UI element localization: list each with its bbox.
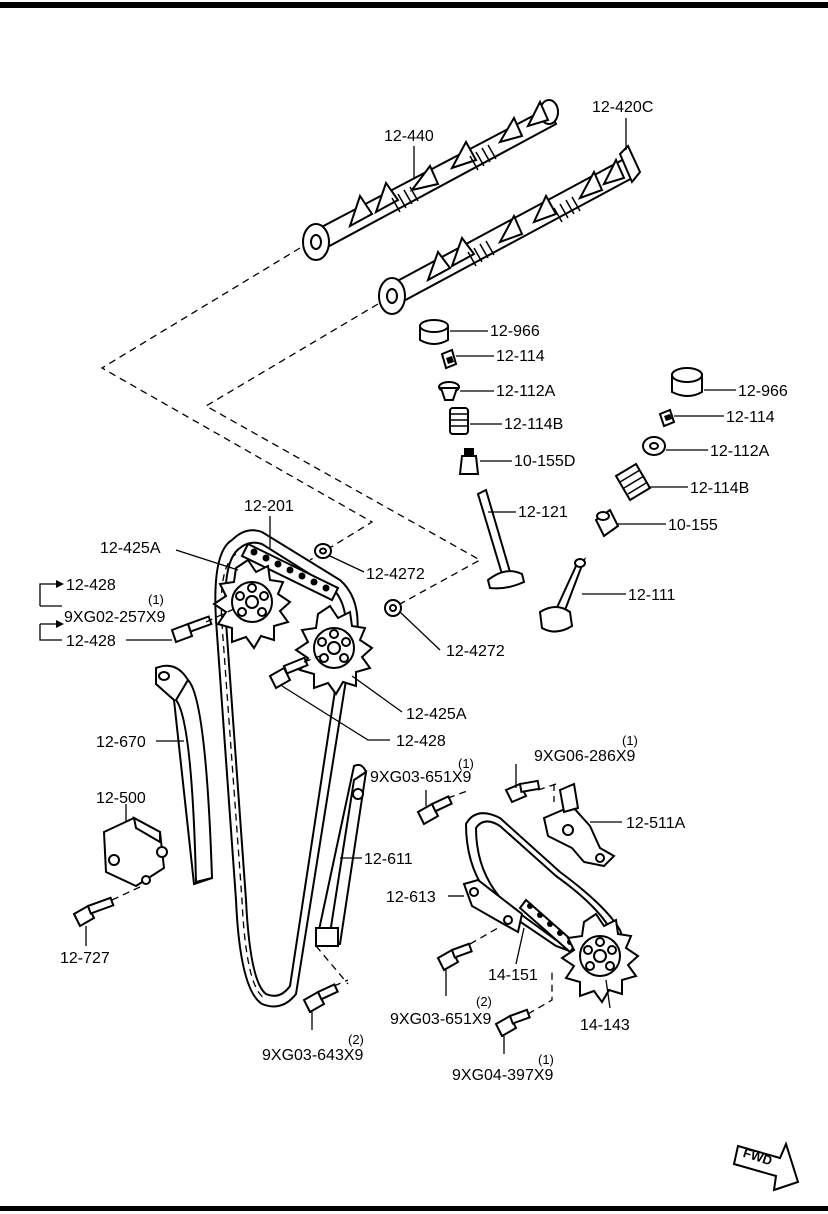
guide-bolt-top	[416, 795, 454, 826]
label-oil-pump-sprocket-bolt: 9XG04-397X9	[452, 1067, 554, 1084]
oil-pump-guide	[462, 878, 524, 934]
label-sprocket-exhaust: 12-425A	[100, 540, 161, 557]
tensioner-bolt	[72, 896, 115, 928]
seal-a	[458, 448, 480, 475]
label-spring-b: 12-114B	[690, 480, 749, 497]
spring-a	[449, 407, 469, 435]
camshaft-intake	[378, 144, 642, 315]
label-washer-a: 12-4272	[366, 566, 425, 583]
label-retainer-a: 12-112A	[496, 383, 556, 400]
forward-arrow-icon: FWD	[732, 1141, 800, 1192]
label-bolt-b: 12-428	[396, 733, 446, 750]
label-camshaft-exhaust: 12-440	[384, 128, 434, 145]
oil-pump-tensioner	[542, 782, 616, 868]
retainer-a	[438, 381, 460, 401]
label-keeper-a: 12-114	[496, 348, 545, 365]
chain-links-segment	[240, 542, 340, 602]
label-bolt-a-note-qty: (1)	[148, 592, 164, 607]
label-retainer-b: 12-112A	[710, 443, 770, 460]
label-guide-bolt-bottom: 9XG03-643X9	[262, 1047, 364, 1064]
washer-a	[314, 543, 332, 559]
spring-b	[614, 462, 652, 502]
oil-pump-sprocket	[560, 912, 640, 1004]
valve-exhaust	[476, 488, 526, 590]
label-tensioner-bolt: 12-727	[60, 950, 110, 967]
label-washer-b: 12-4272	[446, 643, 505, 660]
sprocket-exhaust	[212, 558, 292, 650]
label-seal-a: 10-155D	[514, 453, 575, 470]
label-tensioner: 12-500	[96, 790, 146, 807]
oil-pump-bolt-top	[504, 779, 541, 804]
retainer-b	[642, 436, 666, 456]
keeper-b	[658, 408, 676, 428]
washer-b	[384, 599, 402, 617]
guide-bolt-bottom	[302, 983, 340, 1014]
tensioner	[102, 816, 168, 888]
label-guide-bolt-top: 9XG03-651X9	[370, 769, 472, 786]
label-oil-pump-chain: 14-151	[488, 967, 538, 984]
label-sprocket-intake: 12-425A	[406, 706, 467, 723]
label-oil-pump-bolt-top-qty: (1)	[622, 733, 638, 748]
valve-intake	[538, 557, 587, 633]
keeper-a	[440, 348, 458, 370]
label-camshaft-intake: 12-420C	[592, 99, 653, 116]
oil-pump-guide-bolt	[436, 942, 473, 972]
label-valve-intake: 12-111	[628, 587, 676, 604]
label-oil-pump-sprocket-bolt-qty: (1)	[538, 1052, 554, 1067]
top-rule	[0, 2, 828, 8]
label-oil-pump-tensioner: 12-511A	[626, 815, 686, 832]
tappet-a	[419, 319, 449, 345]
tappet-b	[671, 367, 703, 397]
sprocket-bolt-a	[170, 615, 213, 644]
label-oil-pump-sprocket: 14-143	[580, 1017, 630, 1034]
label-tappet-b: 12-966	[738, 383, 788, 400]
label-bolt-a-note: 9XG02-257X9	[64, 609, 166, 626]
label-guide-bolt-top-qty: (1)	[458, 756, 474, 771]
label-oil-pump-bolt-top: 9XG06-286X9	[534, 748, 636, 765]
oil-pump-chain-links	[518, 898, 578, 954]
labels: 12-440 12-420C 12-966 12-114 12-112A 12-…	[60, 99, 788, 1084]
chain-guide-left	[155, 664, 214, 886]
label-valve-exhaust: 12-121	[518, 504, 568, 521]
label-bolt-a-top: 12-428	[66, 577, 116, 594]
sprocket-bolt-b	[268, 656, 309, 690]
camshaft-exhaust	[302, 99, 559, 261]
chain-guide-right	[314, 763, 368, 948]
label-oil-pump-guide-bolt-qty: (2)	[476, 994, 492, 1009]
label-seal-b: 10-155	[668, 517, 718, 534]
label-keeper-b: 12-114	[726, 409, 775, 426]
bottom-rule	[0, 1206, 828, 1211]
label-bolt-a-bottom: 12-428	[66, 633, 116, 650]
label-chain-guide-left: 12-670	[96, 734, 146, 751]
label-oil-pump-guide: 12-613	[386, 889, 436, 906]
sprocket-intake	[294, 604, 374, 696]
label-timing-chain: 12-201	[244, 498, 294, 515]
oil-pump-sprocket-bolt	[494, 1008, 531, 1038]
seal-b	[594, 508, 620, 538]
label-guide-bolt-bottom-qty: (2)	[348, 1032, 364, 1047]
label-oil-pump-guide-bolt: 9XG03-651X9	[390, 1011, 492, 1028]
label-tappet-a: 12-966	[490, 323, 540, 340]
label-chain-guide-right: 12-611	[364, 851, 413, 868]
label-spring-a: 12-114B	[504, 416, 563, 433]
